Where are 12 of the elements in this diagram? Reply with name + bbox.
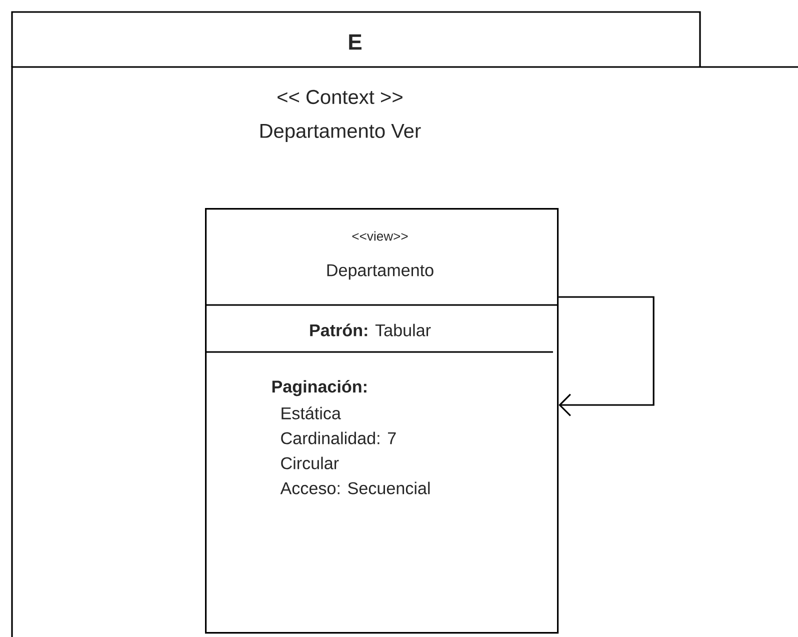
attribute-text: Circular <box>281 456 339 470</box>
self-loop-arrow <box>558 296 654 416</box>
attribute-text: Patrón: Tabular <box>310 324 431 336</box>
attribute-text: Cardinalidad: 7 <box>281 432 396 444</box>
attribute-text: Estática <box>282 406 341 420</box>
stereotype-label: <<view>> <box>352 231 408 241</box>
attribute-text: Acceso: Secuencial <box>280 482 430 494</box>
attribute-text: Paginación: <box>272 380 366 396</box>
context-name: Departamento Ver <box>260 124 421 142</box>
class-name: Departamento <box>327 264 434 280</box>
package-tab-title: E <box>349 34 362 50</box>
stereotype-label: << Context >> <box>278 90 402 104</box>
